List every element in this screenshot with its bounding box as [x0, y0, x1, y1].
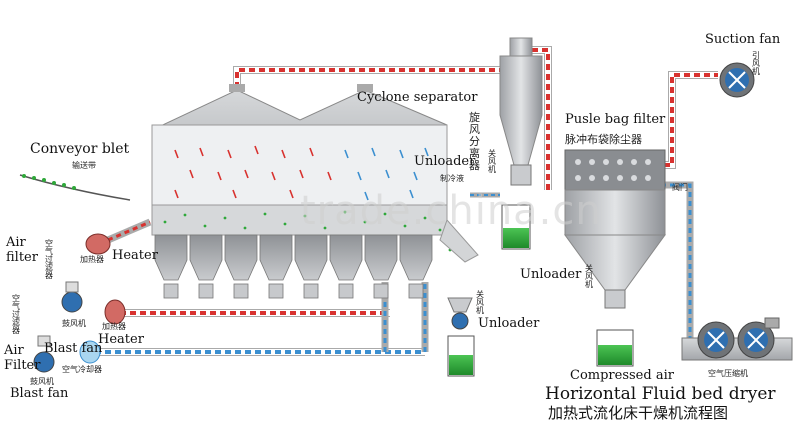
heater-upper	[85, 233, 111, 255]
cyclone-separator	[499, 37, 543, 250]
suction-fan-cn-label: 引风机	[752, 51, 760, 76]
conveyor-cn-label: 输送带	[72, 161, 96, 170]
cold-pipes	[95, 181, 694, 356]
unloader-mid-cn-label: 关风机	[476, 290, 484, 315]
unloader-right-label: Unloader	[520, 267, 582, 282]
unloader-right-cn-label: 关风机	[585, 264, 593, 289]
blast-fan-3-label: Blast fan	[10, 386, 69, 401]
air-compressor	[681, 317, 793, 361]
mid-unloader	[447, 297, 475, 377]
conveyor-label: Conveyor blet	[30, 141, 130, 157]
pulse-bag-filter-cn-label: 脉冲布袋除尘器	[565, 133, 642, 146]
air-cooler-cn-label: 空气冷却器	[62, 365, 102, 374]
cyclone-separator-label: Cyclone separator	[357, 90, 478, 105]
heater-1-cn-label: 加热器	[80, 255, 104, 264]
compressed-air-label: Compressed air	[570, 368, 674, 383]
cooling-liquid-cn-label: 制冷液	[440, 174, 464, 183]
heater-lower	[104, 299, 126, 325]
unloader-top-cn-label: 关风机	[488, 149, 496, 174]
conveyor-belt	[19, 174, 131, 201]
air-cooler	[79, 340, 101, 364]
air-filter-1-cn-label: 空气过滤器	[45, 239, 53, 280]
blast-fan-3-cn-label: 鼓风机	[30, 377, 54, 386]
pulse-bag-filter	[564, 149, 666, 367]
suction-fan-label: Suction fan	[705, 32, 781, 47]
hot-pipes	[106, 46, 718, 317]
heater-2-label: Heater	[98, 332, 144, 347]
blast-fan-upper	[61, 281, 83, 313]
air-filter-2-label: Air Filter	[4, 343, 41, 373]
air-filter-1-label: Air filter	[6, 235, 38, 265]
unloader-mid-label: Unloader	[478, 316, 540, 331]
diagram-title: Horizontal Fluid bed dryer	[545, 384, 776, 404]
pulse-bag-filter-label: Pusle bag filter	[565, 112, 666, 127]
blast-fan-2-label: Blast fan	[44, 341, 103, 356]
suction-fan	[719, 62, 755, 98]
heater-1-label: Heater	[112, 248, 158, 263]
heater-2-cn-label: 加热器	[102, 322, 126, 331]
blast-fan-lower	[33, 335, 55, 373]
cyclone-cn-label: 旋风分离器	[469, 111, 480, 173]
air-filter-2-cn-label: 空气过滤器	[12, 294, 20, 335]
unloader-top-label: Unloader	[414, 154, 476, 169]
valve-cn-label: 阀门	[672, 183, 688, 192]
watermark: trade.china.cn	[300, 188, 602, 234]
blast-fan-1-cn-label: 鼓风机	[62, 319, 86, 328]
air-compressor-cn-label: 空气压缩机	[708, 369, 748, 378]
dryer-chamber	[151, 84, 479, 299]
diagram-title-cn: 加热式流化床干燥机流程图	[548, 404, 729, 422]
